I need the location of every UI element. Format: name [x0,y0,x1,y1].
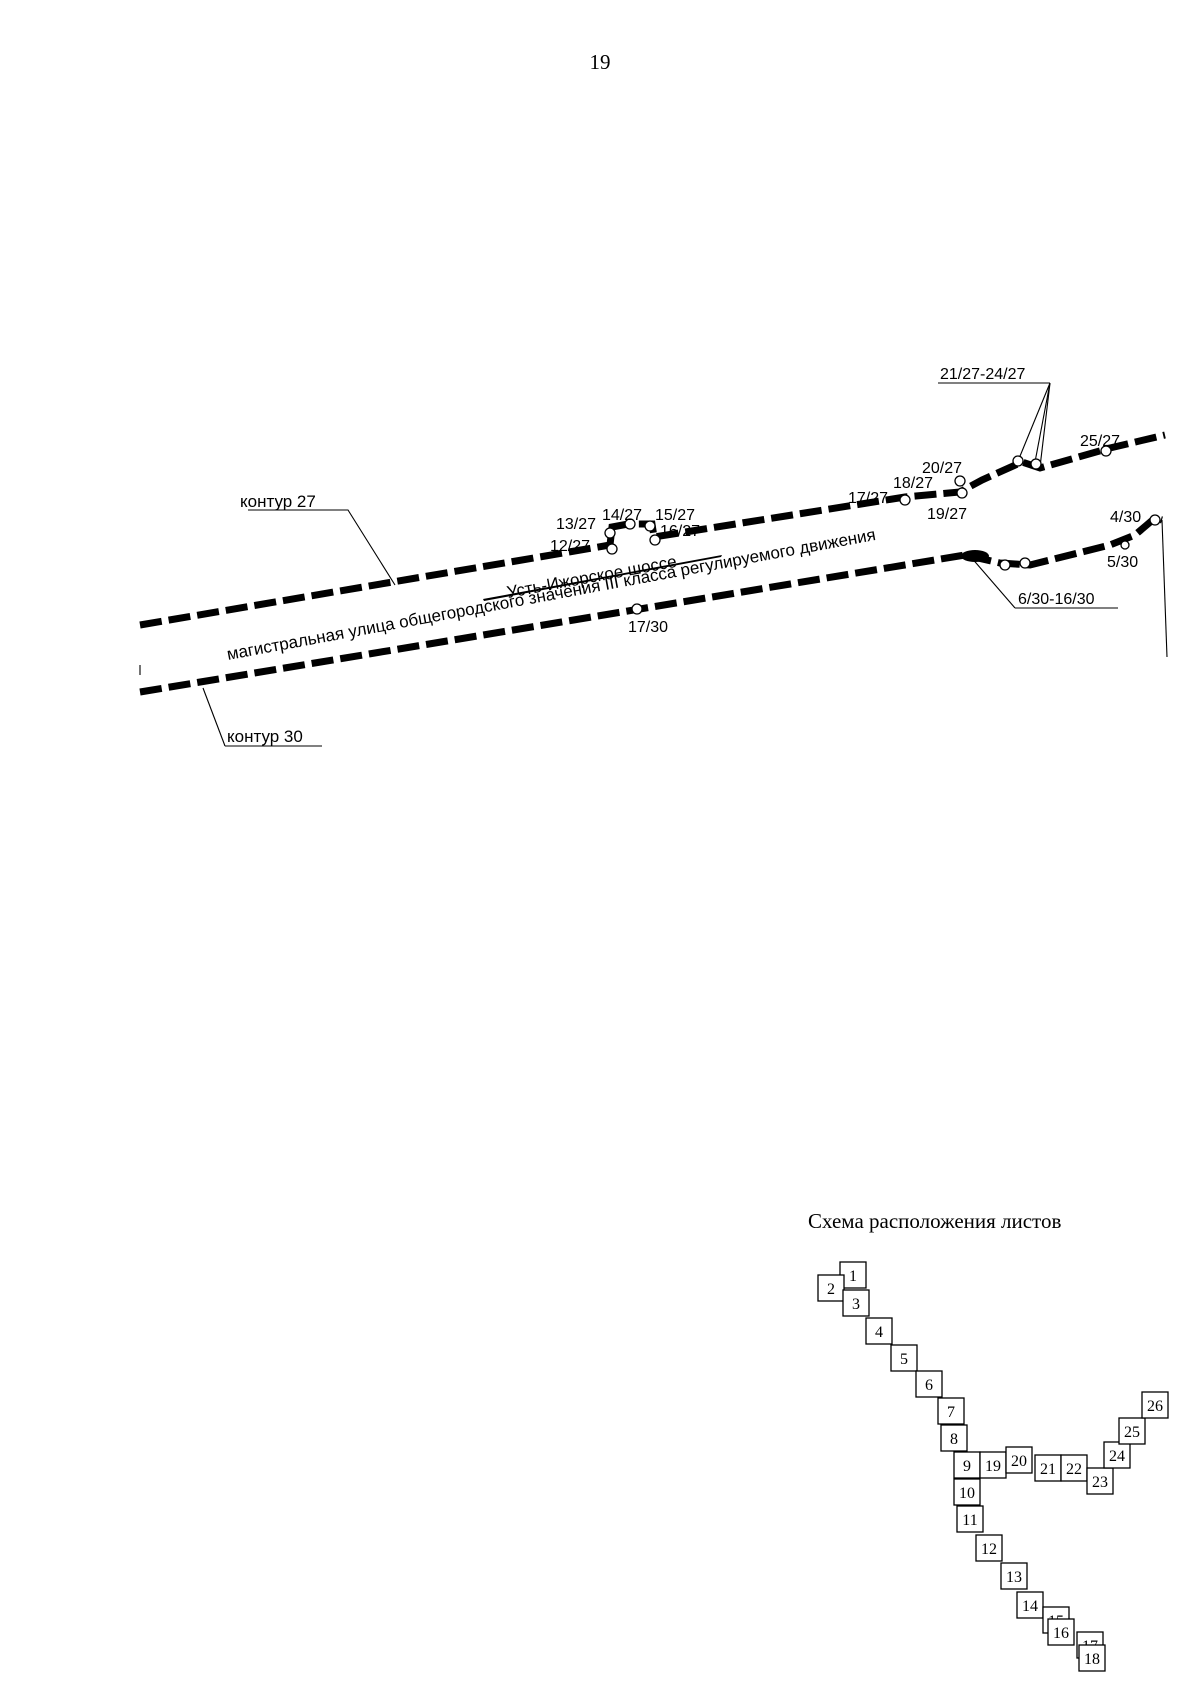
sheet-box-8: 8 [940,1424,968,1452]
sheet-number: 24 [1109,1448,1125,1465]
sheet-number: 18 [1084,1651,1100,1668]
sheet-number: 12 [981,1541,997,1558]
road-direction-arrow [483,555,722,601]
point-label-20-27: 20/27 [922,460,962,477]
sheet-box-4: 4 [865,1317,893,1345]
sheet-number: 21 [1040,1461,1056,1478]
contour-30-line [139,514,1163,696]
sheet-box-7: 7 [937,1397,965,1425]
point-label-18-27: 18/27 [893,475,933,492]
sheet-box-14: 14 [1016,1591,1044,1619]
sheet-box-5: 5 [890,1344,918,1372]
sheet-number: 3 [852,1296,860,1313]
page-number: 19 [589,50,611,74]
sheet-number: 10 [959,1485,975,1502]
sheet-number: 7 [947,1404,955,1421]
sheet-number: 16 [1053,1625,1069,1642]
point-label-5-30: 5/30 [1107,554,1138,571]
sheet-box-25: 25 [1118,1417,1146,1445]
sheet-number: 2 [827,1281,835,1298]
sheet-number: 5 [900,1351,908,1368]
leader-lines [202,382,1168,747]
sheet-number: 25 [1124,1424,1140,1441]
sheet-number: 22 [1066,1461,1082,1478]
sheet-number: 13 [1006,1569,1022,1586]
sheet-box-16: 16 [1047,1618,1075,1646]
point-label-17-30: 17/30 [628,619,668,636]
sheet-number: 20 [1011,1453,1027,1470]
sheet-box-11: 11 [956,1505,984,1533]
sheet-box-20: 20 [1005,1446,1033,1474]
sheet-box-22: 22 [1060,1454,1088,1482]
sheet-number: 8 [950,1431,958,1448]
point-label-15-27: 15/27 [655,507,695,524]
sheet-box-21: 21 [1034,1454,1062,1482]
sheet-box-12: 12 [975,1534,1003,1562]
sheet-box-13: 13 [1000,1562,1028,1590]
sheet-box-6: 6 [915,1370,943,1398]
sheet-box-9: 9 [953,1451,981,1479]
point-label-21-24-27: 21/27-24/27 [940,366,1026,383]
point-label-12-27: 12/27 [550,538,590,555]
sheet-box-23: 23 [1086,1467,1114,1495]
sheet-box-18: 18 [1078,1644,1106,1672]
sheet-box-19: 19 [979,1451,1007,1479]
point-label-25-27: 25/27 [1080,433,1120,450]
sheet-box-3: 3 [842,1289,870,1317]
sheet-number: 4 [875,1324,883,1341]
point-label-13-27: 13/27 [556,516,596,533]
sheet-box-24: 24 [1103,1441,1131,1469]
sheet-number: 19 [985,1458,1001,1475]
contour-27-label: контур 27 [240,492,316,511]
point-label-17-27: 17/27 [848,490,888,507]
sheet-box-2: 2 [817,1274,845,1302]
sheet-box-26: 26 [1141,1391,1169,1419]
point-label-4-30: 4/30 [1110,509,1141,526]
point-label-6-16-30: 6/30-16/30 [1018,591,1095,608]
sheet-number: 14 [1022,1598,1038,1615]
sheet-number: 11 [962,1512,977,1529]
sheet-number: 6 [925,1377,933,1394]
sheet-number: 23 [1092,1474,1108,1491]
sheet-layout-scheme: 1234567891011121314151617181920212223242… [817,1261,1169,1672]
point-label-16-27: 16/27 [660,523,700,540]
survey-points [604,445,1161,615]
contour-30-label: контур 30 [227,727,303,746]
sheet-box-10: 10 [953,1478,981,1506]
legend-title: Схема расположения листов [808,1209,1061,1233]
sheet-number: 9 [963,1458,971,1475]
point-label-14-27: 14/27 [602,507,642,524]
sheet-number: 1 [849,1268,857,1285]
point-label-19-27: 19/27 [927,506,967,523]
sheet-number: 26 [1147,1398,1163,1415]
